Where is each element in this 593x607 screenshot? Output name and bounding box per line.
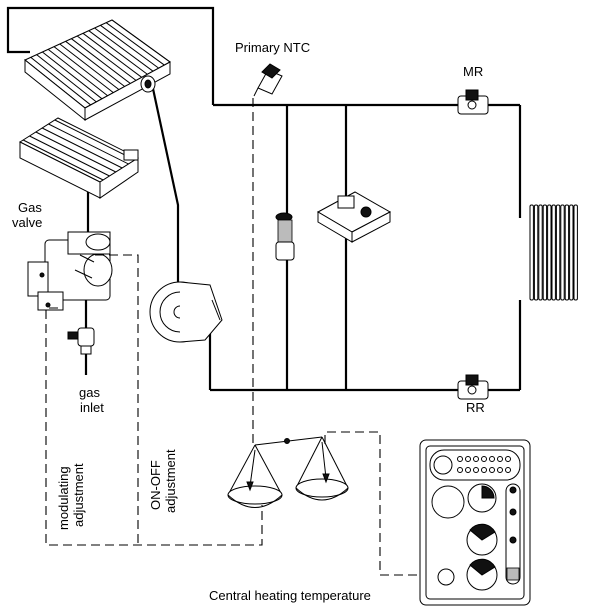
panel-led [482, 457, 487, 462]
panel-led [482, 468, 487, 473]
panel-led [498, 457, 503, 462]
panel-led [458, 457, 463, 462]
gas-inlet-cock [68, 328, 94, 354]
primary-ntc-sensor [254, 64, 282, 96]
label-onoff-1: ON-OFF [148, 460, 163, 510]
gas-valve [28, 232, 112, 310]
rr-valve [458, 375, 488, 399]
label-gas-inlet-2: inlet [80, 400, 104, 415]
label-central-heating-temperature: Central heating temperature [209, 588, 371, 603]
panel-led [490, 457, 495, 462]
balance-scales [228, 437, 348, 508]
labels: Primary NTC MR RR Gas valve gas inlet mo… [12, 40, 485, 603]
circulating-pump [150, 282, 222, 342]
auto-air-vent [276, 213, 294, 260]
label-rr: RR [466, 400, 485, 415]
radiator-section [570, 205, 573, 300]
control-panel [420, 440, 530, 605]
panel-led [506, 468, 511, 473]
label-primary-ntc: Primary NTC [235, 40, 310, 55]
radiator-section [574, 205, 577, 300]
label-gas-valve-2: valve [12, 215, 42, 230]
panel-led [474, 468, 479, 473]
label-onoff-2: adjustment [163, 449, 178, 513]
label-mr: MR [463, 64, 483, 79]
label-gas-valve-1: Gas [18, 200, 42, 215]
panel-led [498, 468, 503, 473]
pressure-switch [318, 192, 390, 242]
radiator-section [543, 205, 546, 300]
radiator-section [534, 205, 537, 300]
panel-led [458, 468, 463, 473]
label-modulating-1: modulating [56, 466, 71, 530]
radiator-section [561, 205, 564, 300]
radiator-section [552, 205, 555, 300]
label-modulating-2: adjustment [71, 463, 86, 527]
radiator [530, 205, 577, 300]
panel-led [506, 457, 511, 462]
radiator-section [565, 205, 568, 300]
radiator-section [556, 205, 559, 300]
radiator-section [530, 205, 533, 300]
panel-led [466, 457, 471, 462]
panel-led [466, 468, 471, 473]
mr-valve [458, 90, 488, 114]
panel-led [490, 468, 495, 473]
panel-led [474, 457, 479, 462]
label-gas-inlet-1: gas [79, 385, 100, 400]
burner [20, 118, 138, 198]
radiator-section [539, 205, 542, 300]
radiator-section [548, 205, 551, 300]
heat-exchanger [25, 20, 170, 120]
